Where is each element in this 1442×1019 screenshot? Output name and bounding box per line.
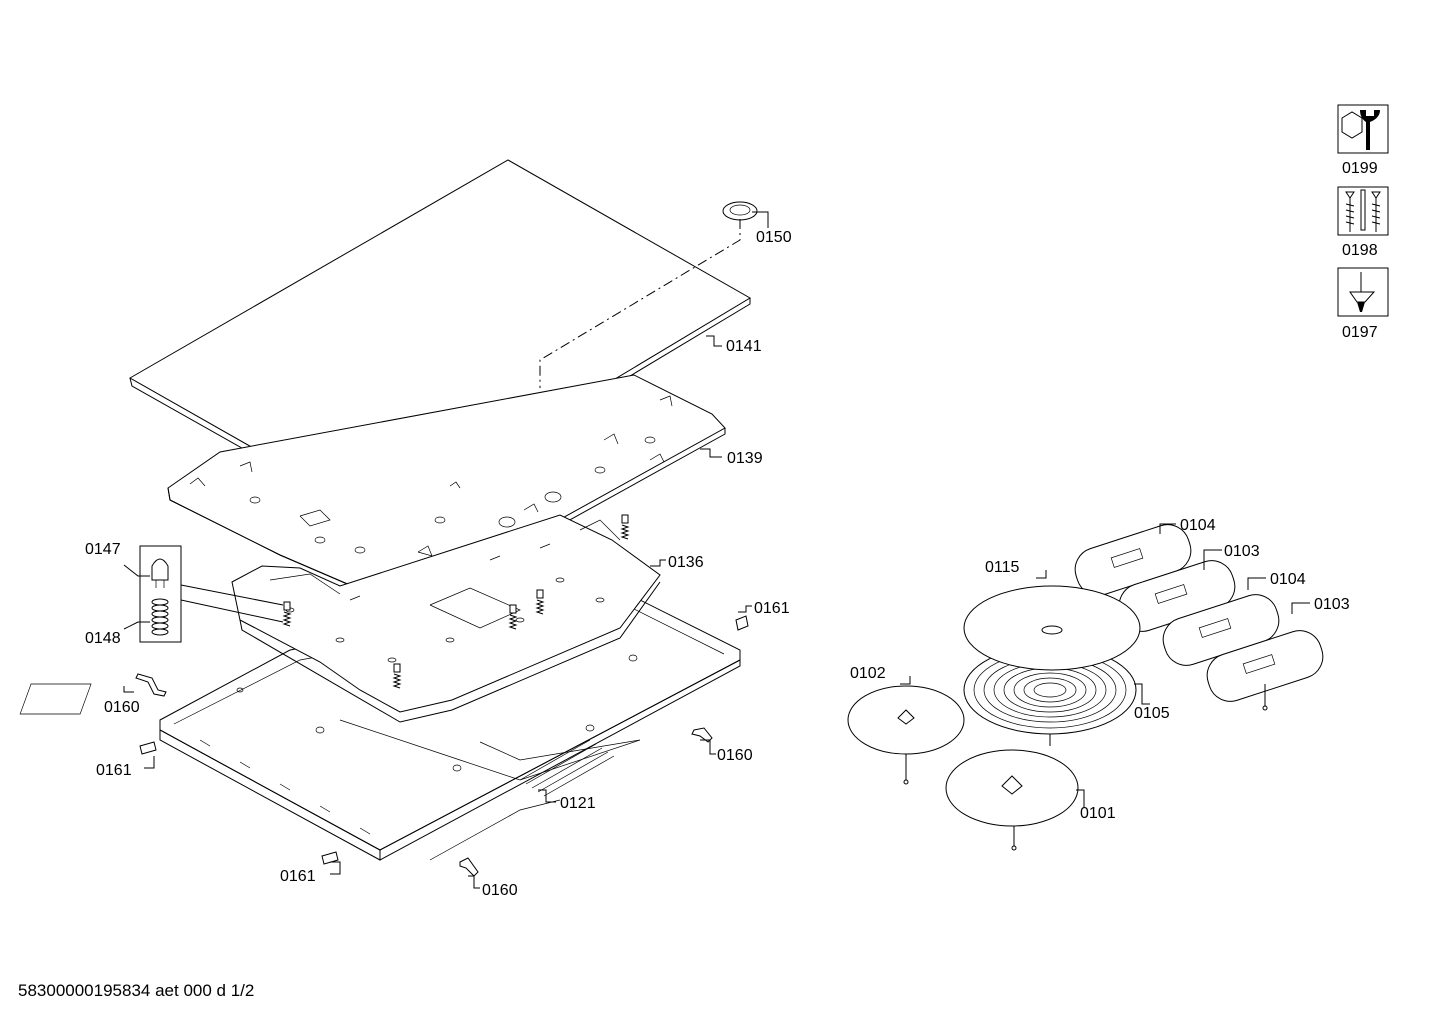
seal-ring-part xyxy=(539,201,758,388)
label-0139: 0139 xyxy=(727,450,763,467)
spring-pin-parts xyxy=(282,514,630,689)
label-0160-bottom: 0160 xyxy=(482,882,518,899)
label-0160-left: 0160 xyxy=(104,699,140,716)
screws-icon xyxy=(1337,186,1389,236)
small-coil-0101 xyxy=(945,749,1079,851)
label-0160-right: 0160 xyxy=(717,747,753,764)
label-0197: 0197 xyxy=(1342,324,1378,341)
leader-lines-right xyxy=(900,523,1310,808)
label-0121: 0121 xyxy=(560,795,596,812)
leader-lines-left xyxy=(123,211,769,889)
label-0115: 0115 xyxy=(985,559,1020,576)
label-0103-second: 0103 xyxy=(1314,596,1350,613)
label-0198: 0198 xyxy=(1342,242,1378,259)
label-0148: 0148 xyxy=(85,630,121,647)
label-0136: 0136 xyxy=(668,554,704,571)
label-0161-left: 0161 xyxy=(96,762,132,779)
label-0147: 0147 xyxy=(85,541,121,558)
label-0103-top: 0103 xyxy=(1224,543,1260,560)
small-coil-0102 xyxy=(847,685,965,785)
label-0104-second: 0104 xyxy=(1270,571,1306,588)
label-0104-top: 0104 xyxy=(1180,517,1216,534)
carrier-frame-part xyxy=(231,514,661,723)
part-labels: 0150 0141 0139 0136 0147 0148 0161 0160 … xyxy=(85,160,1378,899)
label-0161-right: 0161 xyxy=(754,600,790,617)
document-footer-code: 58300000195834 aet 000 d 1/2 xyxy=(18,981,255,1000)
screwdriver-icon xyxy=(1337,267,1389,317)
label-0150: 0150 xyxy=(756,229,792,246)
label-0101: 0101 xyxy=(1080,805,1116,822)
label-0105: 0105 xyxy=(1134,705,1170,722)
label-0141: 0141 xyxy=(726,338,762,355)
clip-parts xyxy=(135,615,749,877)
label-0161-bottom: 0161 xyxy=(280,868,316,885)
nut-wrench-icon xyxy=(1337,104,1389,154)
label-0199: 0199 xyxy=(1342,160,1378,177)
oval-coil-0103b xyxy=(1206,630,1324,711)
coil-plates-group xyxy=(847,523,1324,851)
pin-spring-detail xyxy=(123,545,284,643)
large-cover-0115 xyxy=(963,585,1141,671)
label-0102: 0102 xyxy=(850,665,886,682)
